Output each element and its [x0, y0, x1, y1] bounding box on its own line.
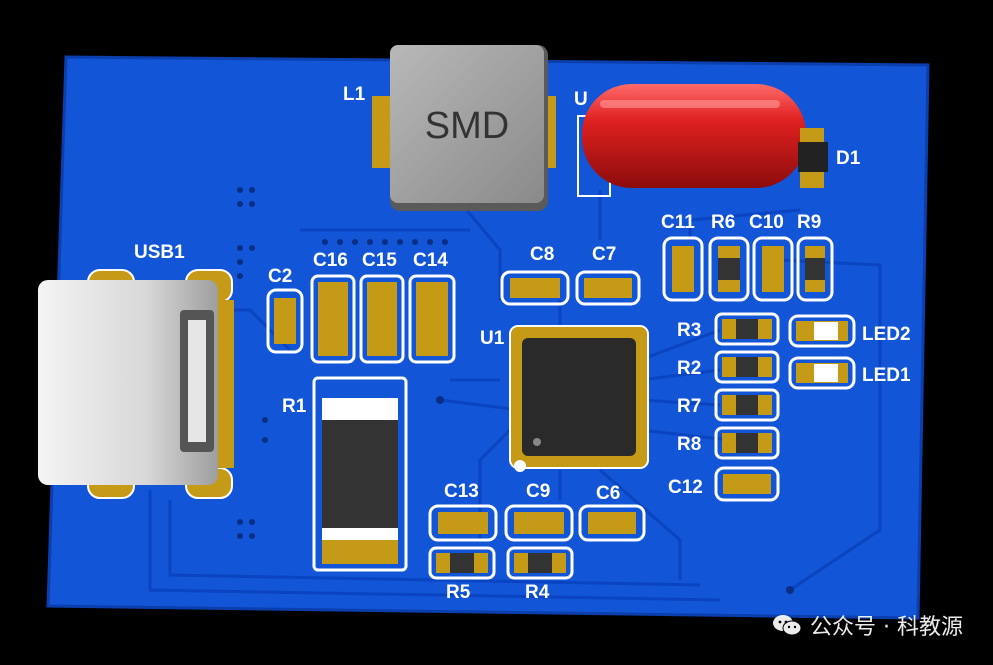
label-u1: U1 — [480, 328, 505, 349]
inductor-marking: SMD — [425, 105, 509, 147]
label-c8: C8 — [530, 244, 554, 265]
label-r3: R3 — [677, 320, 701, 341]
capacitors-c8-c7 — [500, 270, 641, 306]
label-r9: R9 — [797, 212, 821, 233]
label-c16: C16 — [313, 250, 348, 271]
resistor-column — [714, 312, 780, 502]
leds — [788, 314, 856, 390]
label-c13: C13 — [444, 481, 479, 502]
usb-c-connector — [38, 269, 234, 499]
label-c2: C2 — [268, 266, 292, 287]
label-c11: C11 — [661, 212, 695, 233]
inductor-l1: SMD — [372, 45, 556, 211]
label-r2: R2 — [677, 358, 701, 379]
label-c6: C6 — [596, 483, 620, 504]
label-r4: R4 — [525, 582, 550, 603]
label-c12: C12 — [668, 477, 703, 498]
label-c7: C7 — [592, 244, 616, 265]
label-u-partial: U — [574, 89, 588, 110]
label-c9: C9 — [526, 481, 550, 502]
watermark-text: 公众号 · 科教源 — [810, 615, 963, 640]
wechat-icon — [772, 613, 802, 637]
label-r5: R5 — [446, 582, 471, 603]
label-led2: LED2 — [862, 324, 911, 345]
resistor-r1 — [312, 376, 408, 572]
label-r8: R8 — [677, 434, 701, 455]
components-top-right — [662, 236, 834, 302]
label-led1: LED1 — [862, 365, 911, 386]
ic-u1 — [509, 325, 649, 472]
label-d1: D1 — [836, 148, 861, 169]
vias — [237, 187, 794, 594]
watermark: 公众号 · 科教源 — [772, 609, 963, 641]
label-c15: C15 — [362, 250, 397, 271]
capacitor-row-left — [266, 274, 456, 364]
label-l1: L1 — [343, 84, 366, 105]
label-r1: R1 — [282, 396, 307, 417]
label-r6: R6 — [711, 212, 735, 233]
bottom-components — [428, 504, 646, 580]
label-r7: R7 — [677, 396, 701, 417]
copper-traces — [148, 189, 882, 602]
label-usb1: USB1 — [134, 242, 185, 263]
diode-d1 — [798, 128, 828, 188]
tantalum-capacitor — [577, 84, 806, 197]
silkscreen-labels: L1 U D1 USB1 C2 C16 C15 C14 C8 C7 C11 R6… — [134, 84, 911, 603]
label-c10: C10 — [749, 212, 784, 233]
label-c14: C14 — [413, 250, 448, 271]
